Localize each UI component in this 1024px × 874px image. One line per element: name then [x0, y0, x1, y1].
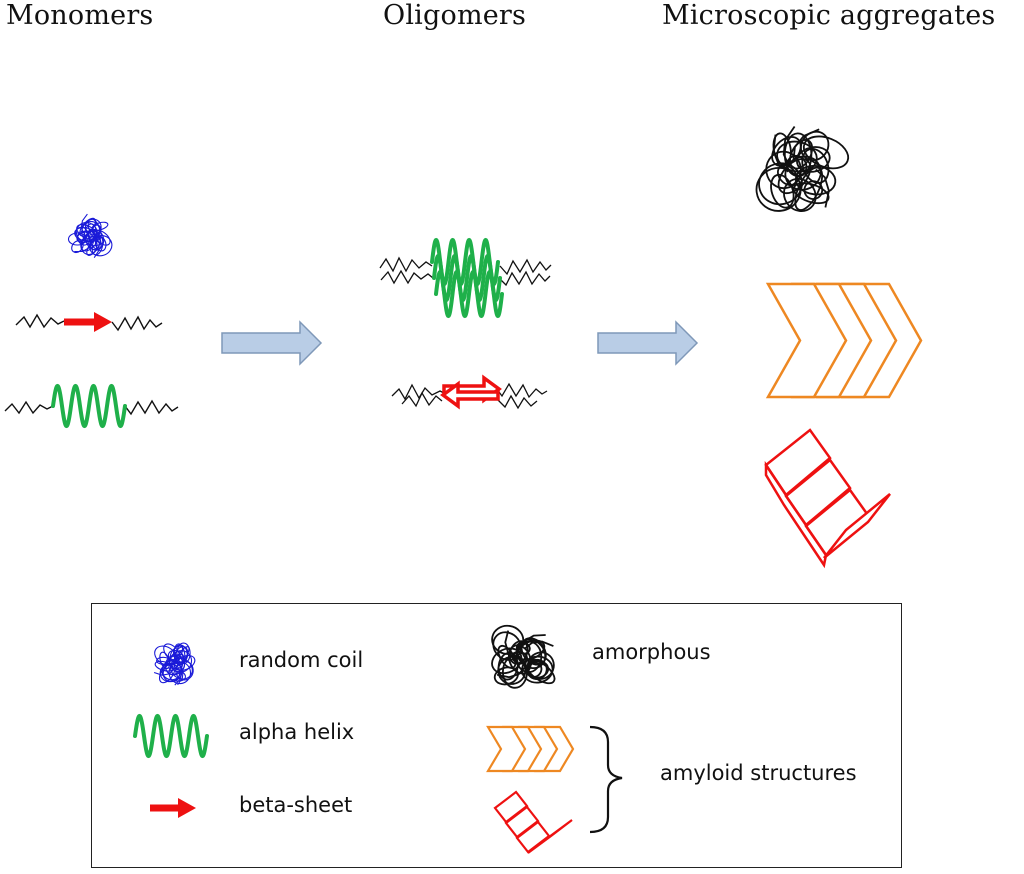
aggregate-amyloid-red [764, 428, 891, 569]
transition-arrow-2 [597, 320, 699, 366]
legend-label-amyloid-structures: amyloid structures [660, 761, 857, 785]
legend-amorphous-icon [491, 624, 556, 689]
legend-label-random-coil: random coil [239, 648, 364, 672]
legend-label-alpha-helix: alpha helix [239, 720, 355, 744]
legend-beta-sheet-icon [150, 798, 196, 818]
title-oligomers: Oligomers [383, 0, 527, 31]
monomer-random-coil [67, 213, 113, 258]
legend-random-coil-icon [153, 642, 196, 686]
legend [91, 603, 902, 868]
legend-brace-icon [589, 725, 623, 834]
aggregate-amyloid-orange [765, 282, 923, 399]
transition-arrow-1 [221, 320, 323, 366]
legend-label-beta-sheet: beta-sheet [239, 793, 353, 817]
monomer-beta-sheet [15, 312, 163, 332]
oligomer-beta-pair [391, 374, 548, 410]
title-microscopic-aggregates: Microscopic aggregates [662, 0, 996, 31]
aggregate-amorphous [755, 125, 850, 212]
legend-alpha-helix-icon [133, 713, 209, 759]
legend-amyloid-red-icon [493, 790, 573, 854]
legend-amyloid-orange-icon [486, 725, 575, 773]
oligomer-helix-bundle [379, 237, 552, 319]
monomer-alpha-helix [4, 383, 179, 429]
legend-label-amorphous: amorphous [592, 640, 711, 664]
title-monomers: Monomers [6, 0, 154, 31]
